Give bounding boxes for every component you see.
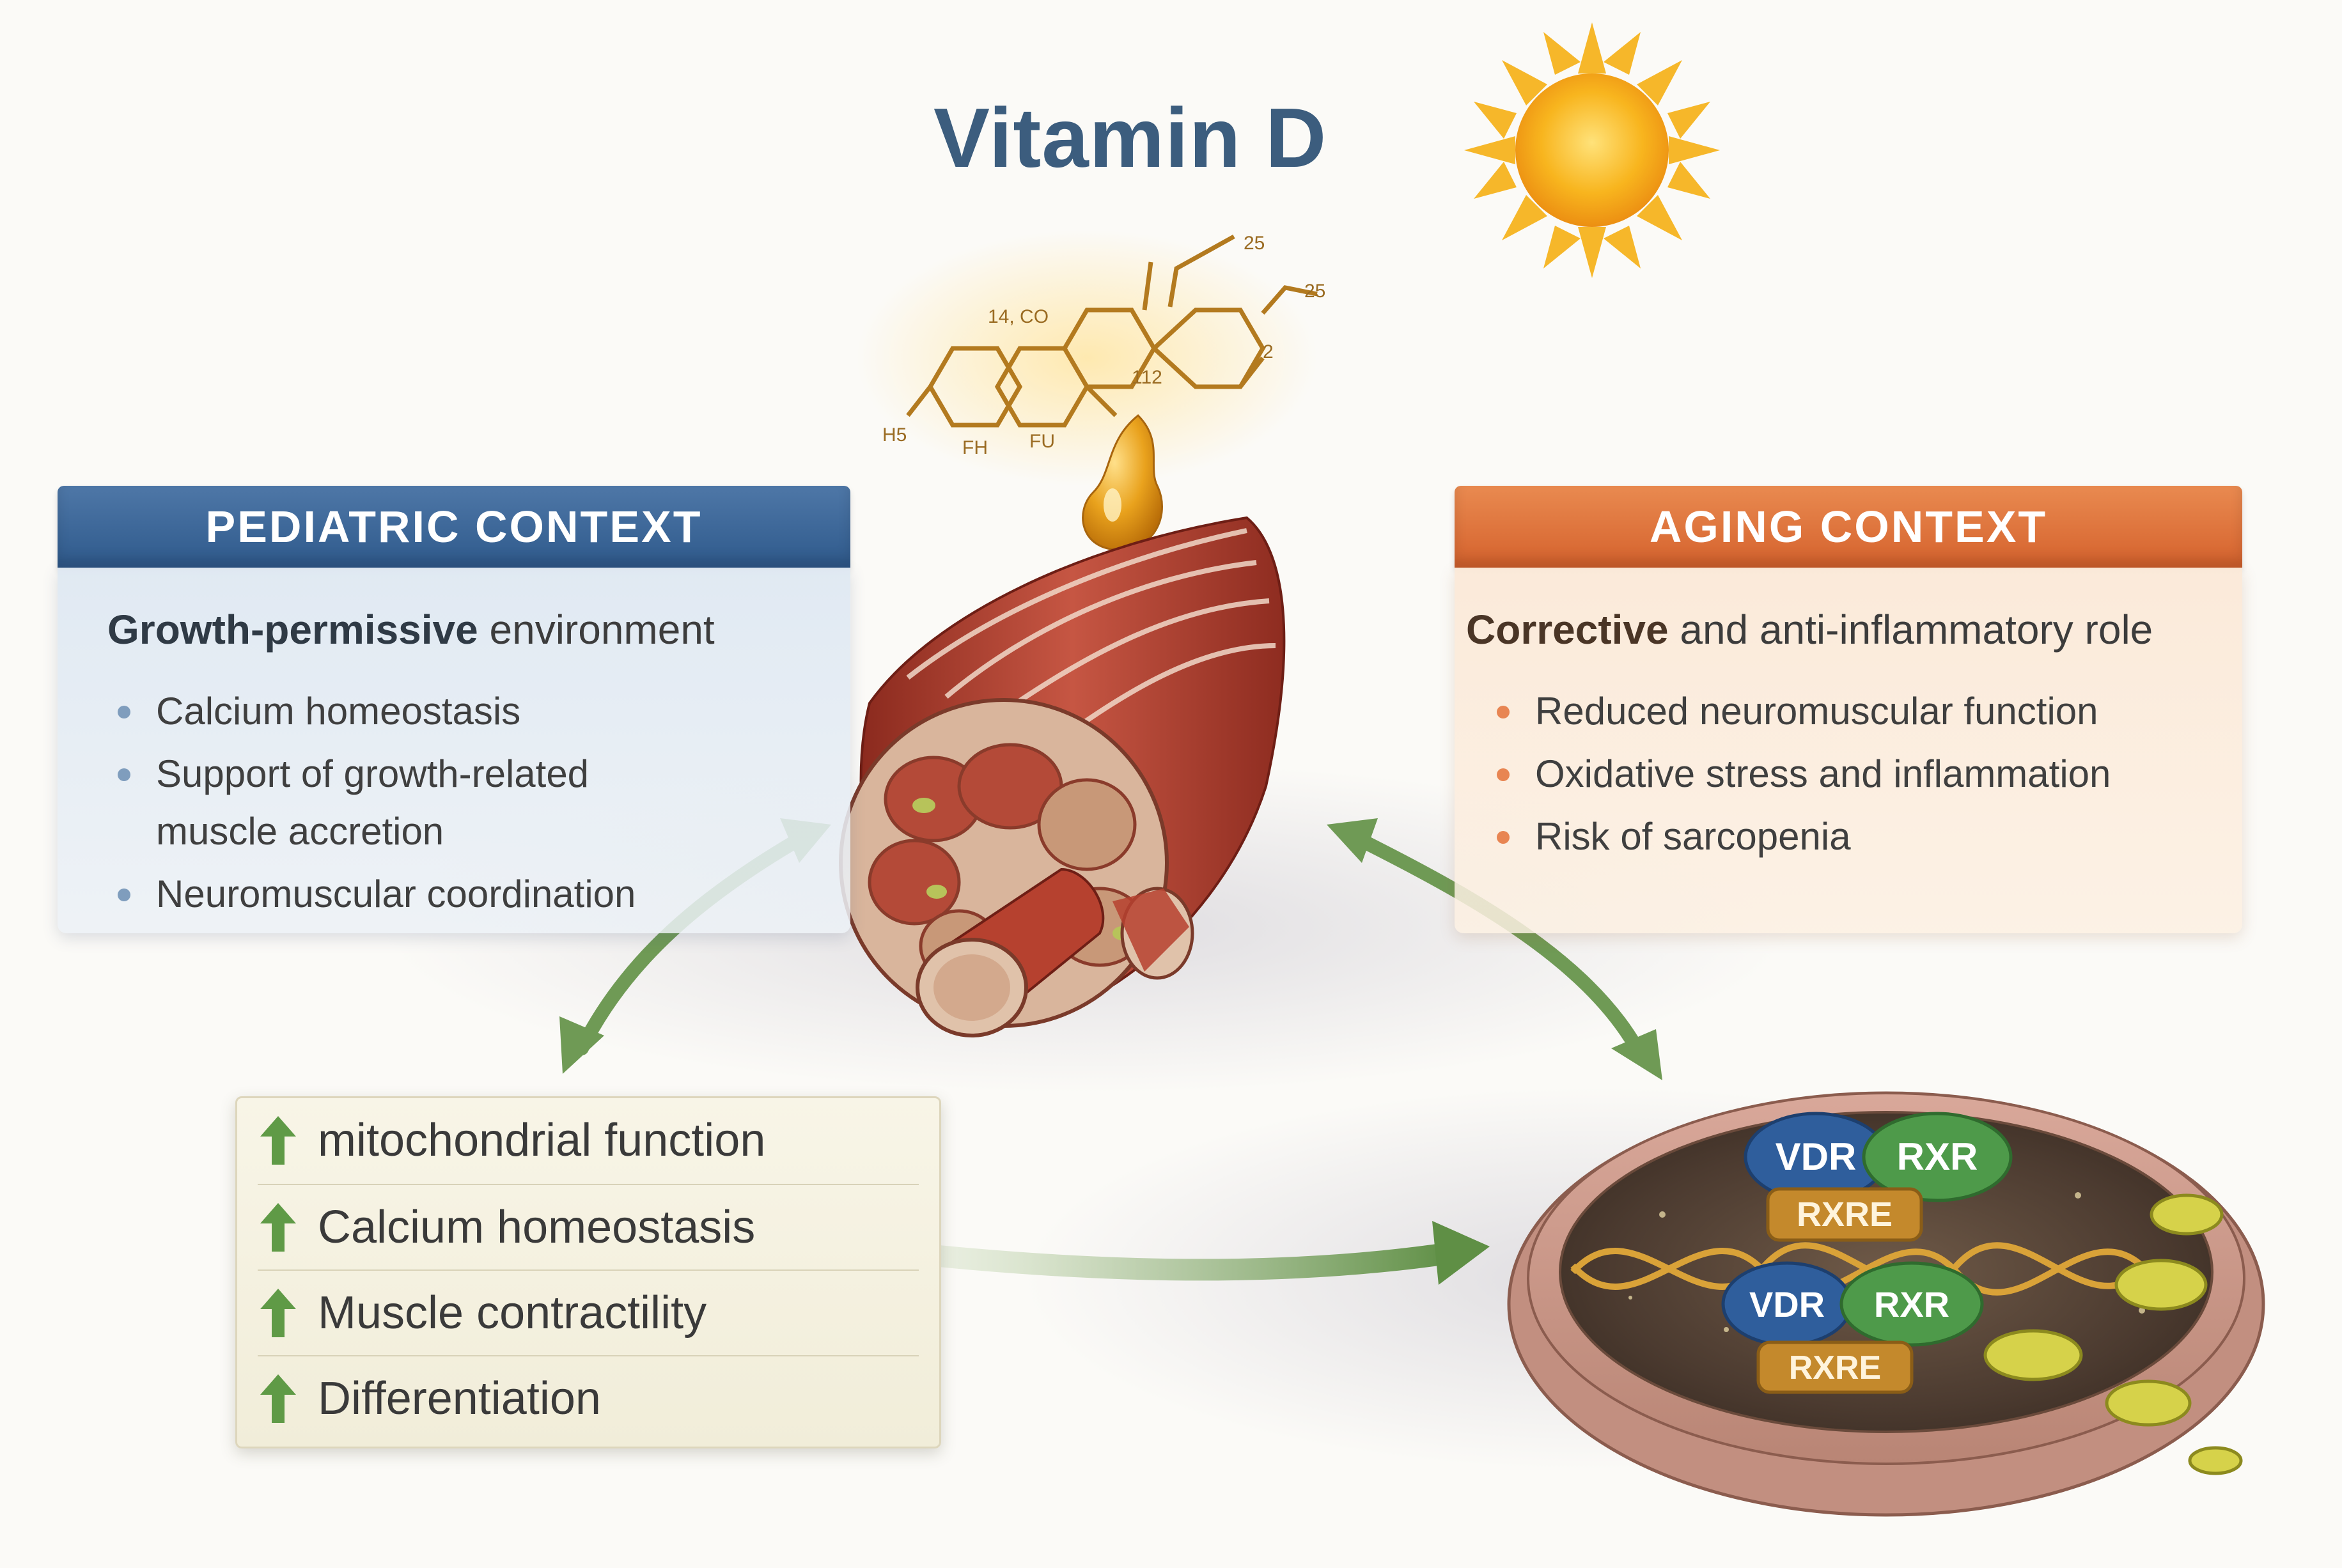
vdr-rxr-complex-bottom: VDR RXR RXRE (1721, 1261, 1984, 1394)
bullet-text: Neuromuscular coordination (156, 873, 636, 915)
effect-label: Calcium homeostasis (318, 1202, 756, 1253)
muscle-bundle-icon (839, 516, 1286, 1037)
aging-context-panel: AGING CONTEXT Corrective and anti-inflam… (1455, 486, 2242, 933)
bullet-text: Reduced neuromuscular function (1535, 690, 2098, 733)
molecule-label: 112 (1132, 367, 1162, 388)
pediatric-context-header: PEDIATRIC CONTEXT (58, 486, 850, 568)
list-item: Calcium homeostasis (107, 683, 636, 740)
aging-lead-bold: Corrective (1466, 607, 1669, 653)
aging-lead-rest: and anti-inflammatory role (1668, 607, 2153, 653)
pediatric-lead: Growth-permissive environment (107, 606, 715, 653)
rxre-label: RXRE (1797, 1195, 1893, 1234)
pediatric-context-panel: PEDIATRIC CONTEXT Growth-permissive envi… (58, 486, 850, 933)
effect-row: Calcium homeostasis (258, 1184, 919, 1269)
molecule-label: 25 (1304, 281, 1325, 302)
effect-row: Muscle contractility (258, 1269, 919, 1355)
vdr-label: VDR (1776, 1135, 1857, 1178)
molecule-label: 25 (1244, 233, 1265, 254)
bullet-dot (118, 889, 130, 901)
arrow-to-nucleus (897, 1221, 1490, 1285)
rxr-label: RXR (1874, 1284, 1949, 1324)
pediatric-context-body: Growth-permissive environment Calcium ho… (58, 568, 850, 933)
bullet-text: Risk of sarcopenia (1535, 815, 1851, 858)
sun-icon (1464, 22, 1720, 278)
effect-row: Differentiation (258, 1355, 919, 1441)
aging-bullet-list: Reduced neuromuscular function Oxidative… (1487, 683, 2111, 871)
molecule-label: H5 (882, 424, 907, 446)
vdr-rxr-complex-top: VDR RXR RXRE (1744, 1112, 2013, 1242)
pediatric-bullet-list: Calcium homeostasis Support of growth-re… (107, 683, 636, 928)
bullet-text: Support of growth-related muscle accreti… (156, 752, 589, 853)
rxre-label: RXRE (1789, 1349, 1881, 1386)
pediatric-lead-rest: environment (478, 607, 715, 653)
aging-context-body: Corrective and anti-inflammatory role Re… (1455, 568, 2242, 933)
bullet-dot (118, 768, 130, 781)
bullet-dot (118, 706, 130, 718)
molecule-structure (906, 234, 1318, 428)
up-arrow-icon (258, 1114, 299, 1167)
up-arrow-icon (258, 1286, 299, 1340)
list-item: Reduced neuromuscular function (1487, 683, 2111, 740)
effect-label: mitochondrial function (318, 1115, 766, 1166)
vdr-label: VDR (1749, 1284, 1825, 1324)
list-item: Support of growth-related muscle accreti… (107, 745, 636, 860)
up-arrow-icon (258, 1372, 299, 1425)
bullet-dot (1497, 768, 1510, 781)
molecule-labels: 14, CO 25 25 2 112 H5 FH FU (882, 233, 1325, 458)
effects-list-box: mitochondrial function Calcium homeostas… (235, 1096, 941, 1448)
bullet-dot (1497, 706, 1510, 718)
molecule-label: 2 (1263, 341, 1274, 362)
effect-row: mitochondrial function (258, 1098, 919, 1183)
bullet-text: Calcium homeostasis (156, 690, 521, 733)
up-arrow-icon (258, 1200, 299, 1254)
molecule-label: FU (1029, 431, 1055, 452)
pediatric-lead-bold: Growth-permissive (107, 607, 478, 653)
molecule-label: FH (962, 437, 988, 458)
aging-lead: Corrective and anti-inflammatory role (1466, 606, 2153, 653)
bullet-dot (1497, 831, 1510, 844)
effect-label: Muscle contractility (318, 1287, 707, 1339)
page-title: Vitamin D (933, 91, 1327, 185)
molecule-label: 14, CO (988, 306, 1049, 327)
effect-label: Differentiation (318, 1373, 601, 1424)
aging-context-header: AGING CONTEXT (1455, 486, 2242, 568)
bullet-text: Oxidative stress and inflammation (1535, 752, 2111, 795)
list-item: Oxidative stress and inflammation (1487, 745, 2111, 803)
rxr-label: RXR (1897, 1135, 1978, 1178)
list-item: Neuromuscular coordination (107, 866, 636, 923)
list-item: Risk of sarcopenia (1487, 808, 2111, 866)
